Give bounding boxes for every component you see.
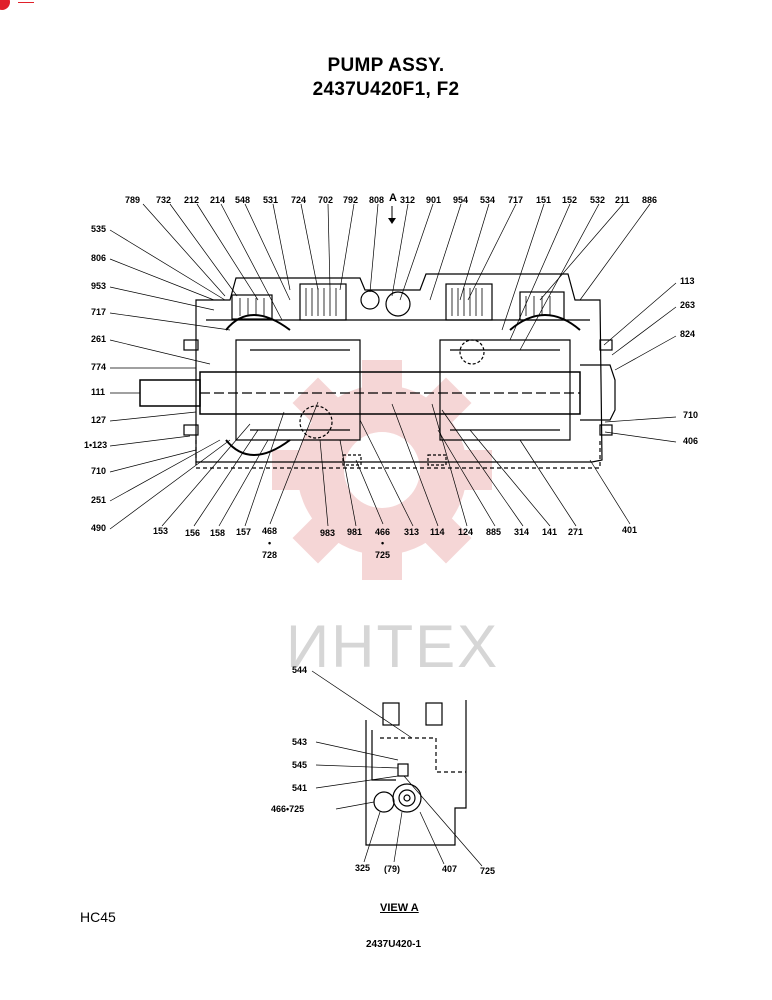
- part-label: 789: [125, 195, 141, 205]
- part-label: 774: [91, 362, 107, 372]
- part-label: 725: [480, 866, 496, 876]
- part-label: 114: [430, 527, 445, 537]
- part-label: 401: [622, 525, 638, 535]
- part-label: 901: [426, 195, 442, 205]
- part-label: 214: [210, 195, 226, 205]
- part-label: 325: [355, 863, 371, 873]
- part-label: 111: [91, 387, 106, 397]
- part-label: 314: [514, 527, 530, 537]
- corner-marker-icon: [0, 0, 10, 10]
- corner-marker-line: [18, 2, 34, 3]
- part-label: 113: [680, 276, 695, 286]
- part-label: 792: [343, 195, 359, 205]
- part-label: 124: [458, 527, 474, 537]
- part-label: (79): [384, 864, 401, 874]
- part-label: 885: [486, 527, 502, 537]
- part-label: 545: [292, 760, 308, 770]
- part-label: 544: [292, 665, 308, 675]
- watermark-text: ИНТЕХ: [286, 613, 500, 680]
- part-label: 151: [536, 195, 552, 205]
- part-label: 717: [91, 307, 107, 317]
- part-label: 251: [91, 495, 107, 505]
- part-label: 271: [568, 527, 584, 537]
- part-label: 211: [615, 195, 630, 205]
- part-label: 702: [318, 195, 334, 205]
- part-label: 824: [680, 329, 696, 339]
- part-label: 548: [235, 195, 251, 205]
- part-label: 152: [562, 195, 578, 205]
- hc-code: HC45: [80, 909, 116, 925]
- part-label: 543: [292, 737, 308, 747]
- dot-separator: •: [381, 538, 385, 548]
- part-label: 886: [642, 195, 658, 205]
- part-label: 313: [404, 527, 420, 537]
- part-label: 212: [184, 195, 200, 205]
- part-label: 263: [680, 300, 696, 310]
- part-label: 728: [262, 550, 278, 560]
- part-label: 531: [263, 195, 279, 205]
- part-label: 808: [369, 195, 385, 205]
- part-label: 541: [292, 783, 308, 793]
- part-label: 717: [508, 195, 524, 205]
- part-label: 141: [542, 527, 558, 537]
- part-label: 953: [91, 281, 107, 291]
- drawing-code: 2437U420-1: [366, 939, 422, 950]
- part-label: 806: [91, 253, 107, 263]
- dot-separator: •: [268, 538, 272, 548]
- part-label: 158: [210, 528, 226, 538]
- part-label: 954: [453, 195, 469, 205]
- part-label: 983: [320, 528, 336, 538]
- part-label: 710: [683, 410, 699, 420]
- model-number: 2437U420F1, F2: [312, 79, 460, 100]
- part-label: 490: [91, 523, 107, 533]
- part-label: 406: [683, 436, 699, 446]
- part-label: 407: [442, 864, 458, 874]
- page-title: PUMP ASSY.: [327, 55, 445, 76]
- part-label: 153: [153, 526, 169, 536]
- part-label: 1•123: [84, 440, 108, 450]
- part-label: 724: [291, 195, 307, 205]
- view-a-marker: A: [389, 192, 397, 204]
- part-label: 725: [375, 550, 391, 560]
- part-label: 157: [236, 527, 252, 537]
- part-label: 156: [185, 528, 201, 538]
- part-label: 127: [91, 415, 107, 425]
- part-label: 466: [375, 527, 391, 537]
- part-label: 535: [91, 224, 107, 234]
- part-label: 532: [590, 195, 606, 205]
- part-label: 312: [400, 195, 416, 205]
- part-label: 981: [347, 527, 363, 537]
- part-label: 466•725: [271, 804, 305, 814]
- part-label: 534: [480, 195, 496, 205]
- part-label: 468: [262, 526, 278, 536]
- view-a-caption: VIEW A: [380, 902, 419, 914]
- part-label: 732: [156, 195, 172, 205]
- part-label: 710: [91, 466, 107, 476]
- part-label: 261: [91, 334, 107, 344]
